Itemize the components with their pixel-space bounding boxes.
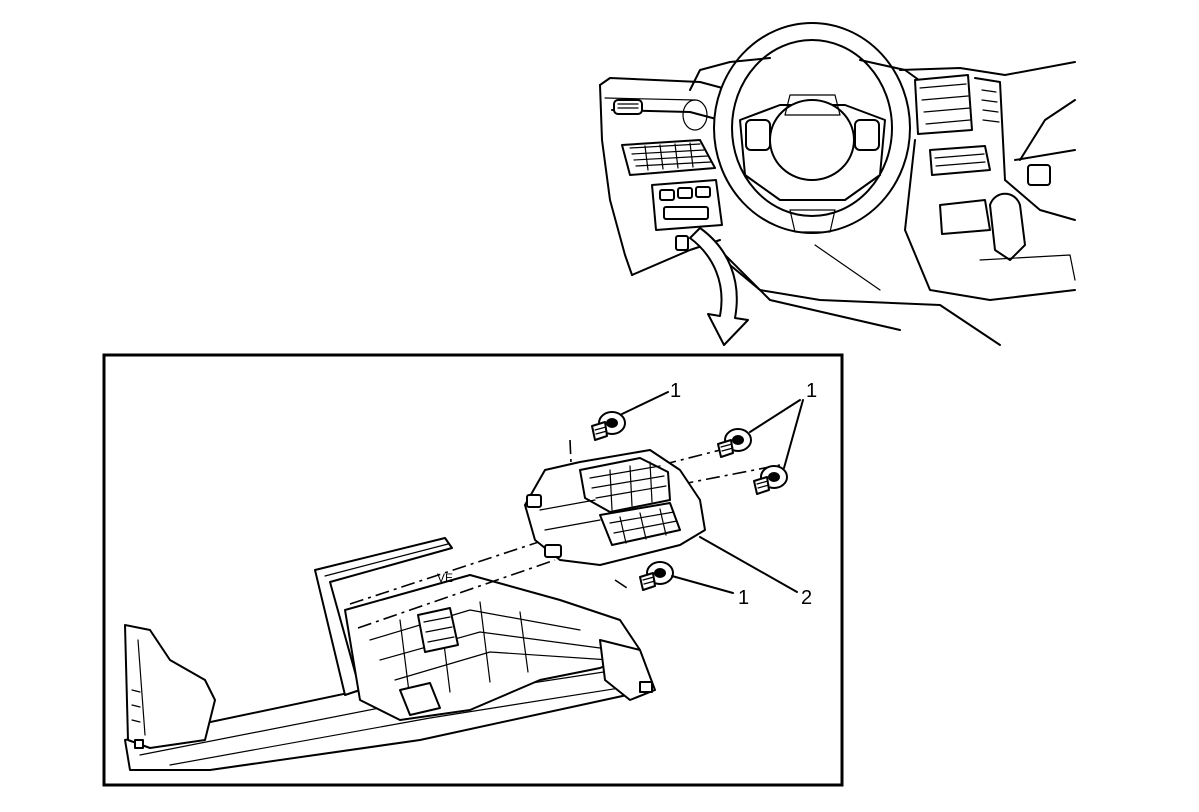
dash-vent-hatching [629, 142, 712, 171]
fastener-upper-right-b [753, 465, 788, 495]
callout-switch-assembly: 2 [801, 587, 812, 609]
callout-fastener-bottom: 1 [738, 587, 749, 609]
callout-fastener-top-left: 1 [670, 380, 681, 402]
steering-wheel [713, 22, 911, 234]
fastener-upper-right-a [717, 428, 752, 458]
leader-lines [621, 391, 804, 594]
callout-arrow [689, 227, 749, 346]
callout-fastener-top-right: 1 [806, 380, 817, 402]
headlamp-switch-assembly [524, 449, 706, 566]
center-stack [899, 61, 1076, 301]
carrier-part-mark: VE [437, 571, 453, 585]
detail-view: VE [102, 353, 844, 787]
vehicle-interior-overview [599, 22, 1076, 346]
fastener-upper-left [591, 411, 626, 441]
instrument-panel-carrier: VE [124, 537, 656, 771]
fastener-lower [639, 561, 674, 591]
